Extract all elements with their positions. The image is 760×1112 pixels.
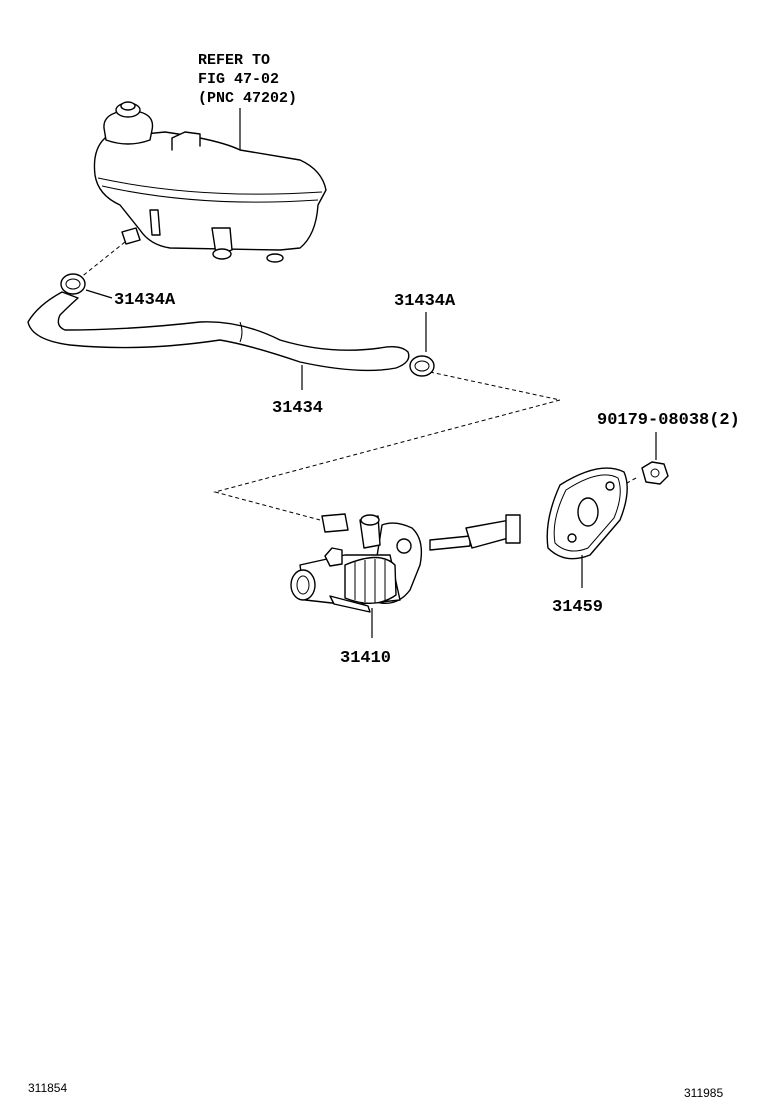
leader-hose-to-cylinder	[213, 371, 561, 521]
footer-right-code: 311985	[684, 1086, 723, 1100]
callout-clamp-left: 31434A	[114, 291, 176, 310]
reference-note: REFER TO FIG 47-02 (PNC 47202)	[198, 52, 297, 107]
callout-nut: 90179-08038(2)	[597, 411, 740, 430]
callout-clamp-right: 31434A	[394, 292, 456, 311]
callout-master-cylinder: 31410	[340, 649, 391, 668]
hose-clamp-right	[409, 312, 435, 377]
gasket	[546, 467, 628, 588]
reservoir-hose	[27, 291, 410, 390]
callout-hose: 31434	[272, 399, 323, 418]
leader-tank-to-clamp	[79, 241, 126, 279]
flange-nut	[641, 432, 669, 485]
callout-gasket: 31459	[552, 598, 603, 617]
footer-left-code: 311854	[28, 1081, 67, 1095]
reference-line-2: FIG 47-02	[198, 71, 279, 88]
reference-line-3: (PNC 47202)	[198, 90, 297, 107]
reservoir-tank	[93, 101, 327, 263]
hose-clamp-left	[60, 273, 113, 299]
reference-line-1: REFER TO	[198, 52, 270, 69]
clutch-master-cylinder	[290, 513, 521, 638]
